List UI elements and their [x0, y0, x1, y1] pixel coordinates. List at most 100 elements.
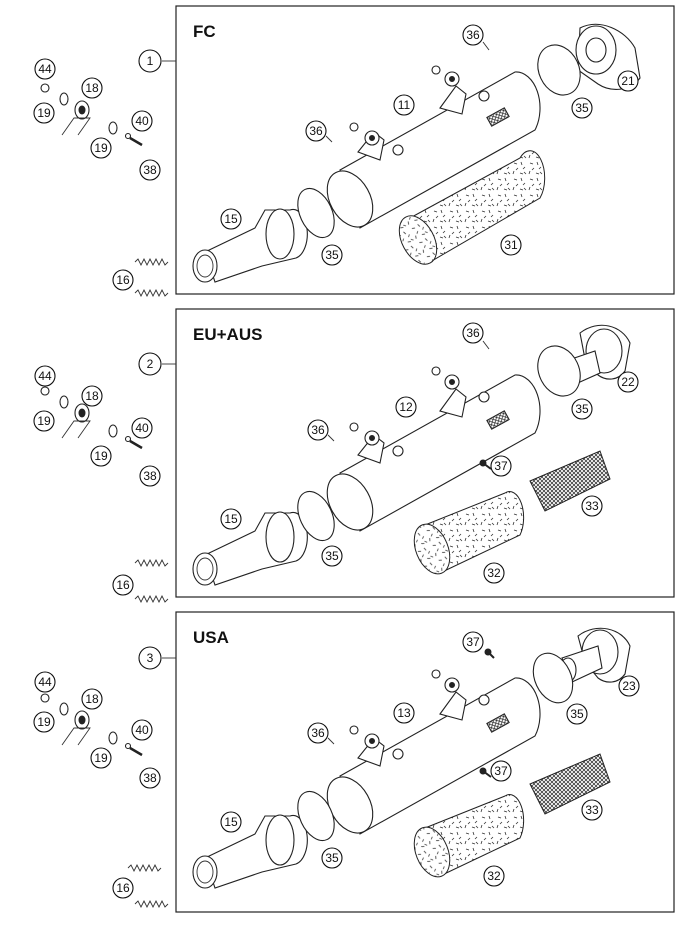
svg-text:22: 22: [621, 375, 635, 389]
svg-text:35: 35: [325, 248, 339, 262]
mounting-hardware: [40, 693, 143, 757]
svg-text:44: 44: [38, 62, 52, 76]
side-label-16: 16: [112, 574, 134, 596]
label-i: 37: [490, 760, 512, 782]
side-label-19a: 19: [33, 410, 55, 432]
svg-text:12: 12: [399, 400, 413, 414]
svg-text:31: 31: [504, 238, 518, 252]
svg-text:19: 19: [37, 106, 51, 120]
svg-text:19: 19: [94, 751, 108, 765]
spring: [134, 257, 169, 298]
svg-text:32: 32: [487, 566, 501, 580]
svg-text:11: 11: [398, 98, 411, 112]
svg-text:36: 36: [311, 726, 325, 740]
inlet-cone: [192, 814, 308, 889]
panel-frame: [175, 611, 675, 913]
side-label-40: 40: [131, 719, 153, 741]
spring: [134, 558, 169, 604]
packing: [413, 794, 525, 878]
svg-text:44: 44: [38, 369, 52, 383]
svg-text:38: 38: [143, 771, 157, 785]
svg-text:37: 37: [494, 764, 508, 778]
svg-text:37: 37: [494, 459, 508, 473]
svg-text:40: 40: [135, 421, 149, 435]
svg-text:16: 16: [116, 578, 130, 592]
svg-text:19: 19: [94, 449, 108, 463]
svg-text:35: 35: [325, 851, 339, 865]
svg-text:36: 36: [466, 326, 480, 340]
svg-text:15: 15: [224, 512, 238, 526]
muffler-body: [326, 669, 541, 835]
side-label-16: 16: [112, 877, 134, 899]
side-label-19b: 19: [90, 445, 112, 467]
side-label-19a: 19: [33, 102, 55, 124]
panel-title: EU+AUS: [193, 325, 262, 344]
mounting-hardware: [40, 386, 143, 450]
label-f: 15: [220, 508, 242, 530]
side-label-19b: 19: [90, 747, 112, 769]
side-label-44: 44: [34, 58, 56, 80]
panel-index: 1: [147, 54, 154, 68]
gasket: [532, 652, 574, 704]
mesh-insert: [529, 753, 611, 815]
panel-usa: USA 3 44 19 18 19 40 38 16: [33, 611, 675, 913]
label-c: 23: [618, 675, 640, 697]
muffler-body: [326, 366, 541, 532]
svg-text:36: 36: [466, 28, 480, 42]
gasket: [537, 44, 581, 96]
label-a: 36: [462, 24, 484, 46]
side-label-44: 44: [34, 365, 56, 387]
svg-text:21: 21: [621, 74, 635, 88]
svg-text:40: 40: [135, 114, 149, 128]
svg-text:38: 38: [143, 163, 157, 177]
packing: [398, 150, 546, 265]
label-d: 35: [571, 398, 593, 420]
svg-text:13: 13: [397, 706, 411, 720]
label-d: 35: [566, 703, 588, 725]
side-label-40: 40: [131, 110, 153, 132]
side-label-38: 38: [139, 465, 161, 487]
label-b: 12: [395, 396, 417, 418]
svg-text:23: 23: [622, 679, 636, 693]
svg-text:15: 15: [224, 815, 238, 829]
svg-text:33: 33: [585, 499, 599, 513]
label-i: 37: [490, 455, 512, 477]
svg-text:35: 35: [575, 101, 589, 115]
panel-index: 3: [147, 651, 154, 665]
svg-text:19: 19: [37, 414, 51, 428]
label-g: 35: [321, 244, 343, 266]
label-e: 36: [305, 120, 327, 142]
packing: [413, 491, 525, 575]
svg-text:44: 44: [38, 675, 52, 689]
label-j: 33: [581, 799, 603, 821]
mounting-hardware: [40, 83, 143, 147]
side-label-38: 38: [139, 767, 161, 789]
side-label-38: 38: [139, 159, 161, 181]
svg-text:19: 19: [37, 715, 51, 729]
svg-text:18: 18: [85, 81, 99, 95]
svg-text:38: 38: [143, 469, 157, 483]
gasket: [537, 345, 581, 397]
svg-text:35: 35: [325, 549, 339, 563]
label-g: 35: [321, 847, 343, 869]
label-c: 22: [617, 371, 639, 393]
side-label-16: 16: [112, 269, 134, 291]
svg-text:33: 33: [585, 803, 599, 817]
inlet-cone: [192, 208, 308, 283]
inlet-cone: [192, 511, 308, 586]
panel-frame: [175, 308, 675, 598]
label-e: 36: [307, 722, 329, 744]
muffler-body: [326, 65, 541, 229]
label-f: 15: [220, 208, 242, 230]
svg-text:36: 36: [309, 124, 323, 138]
screw: [479, 459, 492, 470]
svg-text:15: 15: [224, 212, 238, 226]
side-label-18: 18: [81, 688, 103, 710]
gasket: [297, 790, 335, 842]
svg-text:37: 37: [466, 635, 480, 649]
panel-eu-aus: EU+AUS 2 44 19 18 19 40 38 16: [33, 308, 675, 604]
svg-text:32: 32: [487, 869, 501, 883]
mesh-insert: [529, 450, 611, 512]
panel-fc: FC 1 44 19 18 19 40 38 16: [33, 5, 675, 298]
